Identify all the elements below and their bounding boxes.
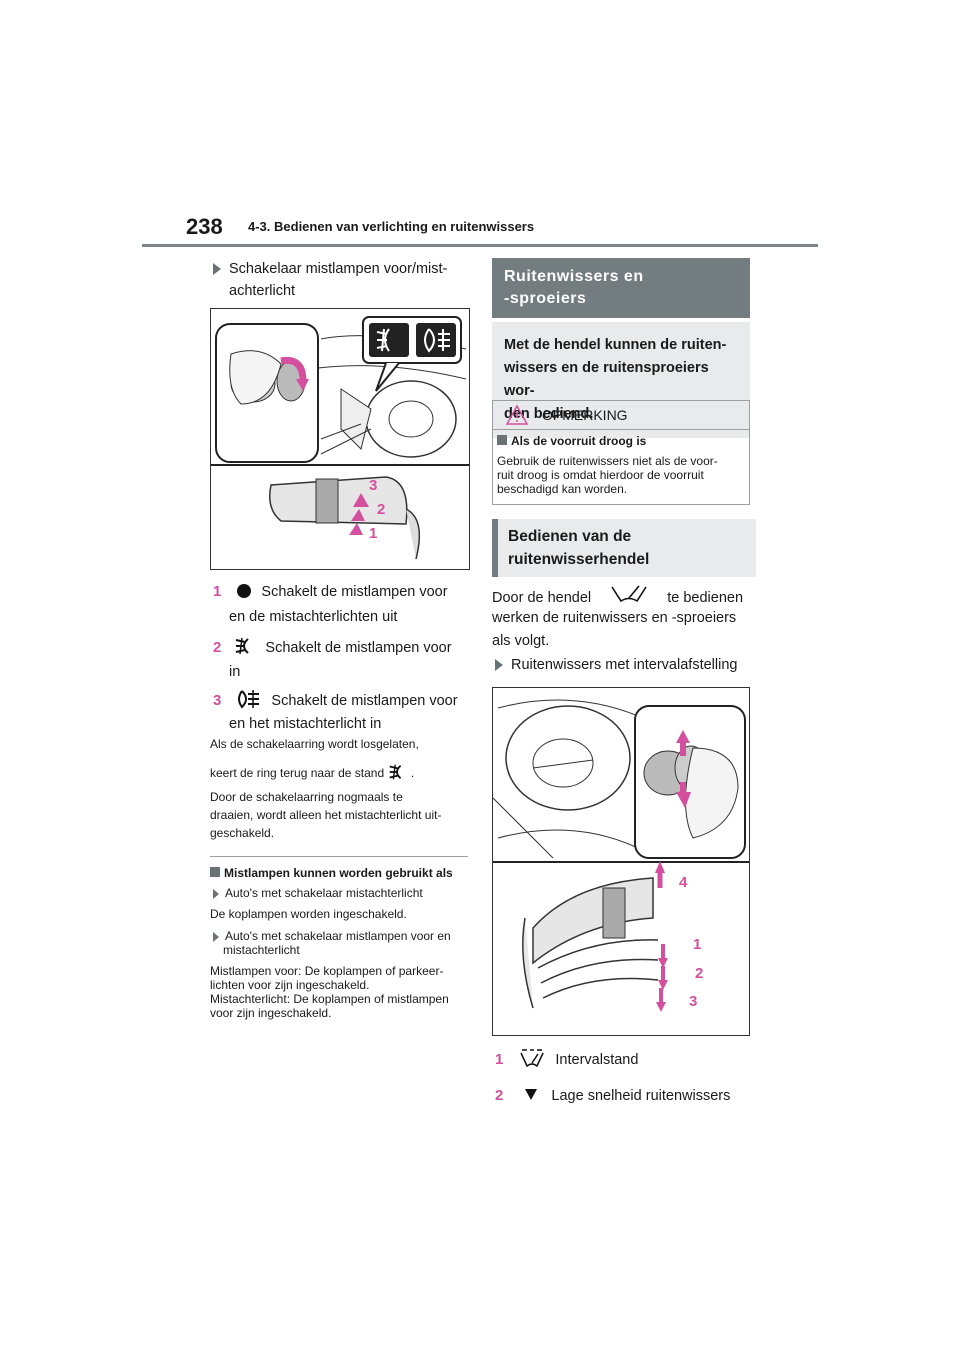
warning-icon <box>505 404 529 425</box>
note2-line2: draaien, wordt alleen het mistachterlich… <box>210 808 442 822</box>
wiper-figure-label-4: 4 <box>679 874 688 891</box>
header-rule <box>142 244 818 247</box>
square-bullet-icon <box>497 435 507 445</box>
condition-1-text: De koplampen worden ingeschakeld. <box>210 907 407 921</box>
note-header: OPMERKING <box>493 401 749 430</box>
fog-switch-figure: 3 2 1 <box>210 308 470 570</box>
sub-header: Bedienen van de ruitenwisserhendel <box>492 519 756 577</box>
condition-2-text: Mistlampen voor: De koplampen of parkeer… <box>210 964 444 978</box>
paragraph: Door de hendel te bedienen <box>492 584 743 609</box>
down-triangle-icon <box>525 1089 538 1100</box>
condition-2-cont: mistachterlicht <box>223 943 300 957</box>
front-fog-icon <box>389 764 402 780</box>
condition-2-text: voor zijn ingeschakeld. <box>210 1006 332 1020</box>
off-icon <box>237 584 252 598</box>
list-item-cont: en de mistachterlichten uit <box>229 609 398 625</box>
front-fog-icon <box>236 637 250 655</box>
switch-heading-cont: achterlicht <box>229 283 296 299</box>
list-item: 1 Intervalstand <box>495 1048 638 1071</box>
list-item-cont: en het mistachterlicht in <box>229 716 382 732</box>
fog-switch-illustration <box>211 316 469 560</box>
note-box: OPMERKING Als de voorruit droog is Gebru… <box>492 400 750 505</box>
note1-line2: keert de ring terug naar de stand . <box>210 763 414 781</box>
fog-heading: Mistlampen kunnen worden gebruikt als <box>210 866 453 880</box>
fog-figure-label-3: 3 <box>369 477 378 494</box>
section-title: 4-3. Bedienen van verlichting en ruitenw… <box>248 219 535 234</box>
condition-2-text: lichten voor zijn ingeschakeld. <box>210 978 370 992</box>
wiper-figure-label-3: 3 <box>689 993 698 1010</box>
arrow-marker-icon <box>213 931 219 942</box>
wiper-lever-figure: 4 1 2 3 <box>492 687 750 1036</box>
intro-box: Met de hendel kunnen de ruiten- wissers … <box>492 322 750 438</box>
note2-line3: geschakeld. <box>210 826 275 840</box>
condition-1: Auto's met schakelaar mistachterlicht <box>213 886 423 900</box>
square-bullet-icon <box>210 867 220 877</box>
note2-line1: Door de schakelaarring nogmaals te <box>210 790 403 804</box>
wiper-figure-label-2: 2 <box>695 965 704 982</box>
wiper-figure-label-1: 1 <box>693 936 702 953</box>
interval-wiper-icon <box>520 1049 545 1068</box>
switch-heading: Schakelaar mistlampen voor/mist- <box>213 258 447 280</box>
list-item: 2 Lage snelheid ruitenwissers <box>495 1087 731 1104</box>
wiper-lever-illustration <box>492 699 749 1012</box>
interval-heading: Ruitenwissers met intervalafstelling <box>495 654 737 676</box>
paragraph: werken de ruitenwissers en -sproeiers <box>492 610 737 626</box>
list-item: 1 Schakelt de mistlampen voor <box>213 583 448 600</box>
list-item-cont: in <box>229 664 241 680</box>
page-number: 238 <box>186 214 223 239</box>
wiper-icon <box>611 585 647 603</box>
rear-fog-icon <box>238 690 260 709</box>
arrow-marker-icon <box>213 888 219 899</box>
list-item: 3 Schakelt de mistlampen voor <box>213 689 468 712</box>
condition-2-text: Mistachterlicht: De koplampen of mistlam… <box>210 992 449 1006</box>
fog-figure-label-1: 1 <box>369 525 378 542</box>
section-banner: Ruitenwissers en -sproeiers <box>492 258 750 318</box>
condition-2: Auto's met schakelaar mistlampen voor en <box>213 929 451 943</box>
fog-figure-label-2: 2 <box>377 501 386 518</box>
note1-line1: Als de schakelaarring wordt losgelaten, <box>210 737 419 751</box>
paragraph: als volgt. <box>492 633 550 649</box>
divider <box>210 856 468 857</box>
arrow-marker-icon <box>213 263 221 276</box>
arrow-marker-icon <box>495 659 503 672</box>
list-item: 2 Schakelt de mistlampen voor <box>213 637 452 656</box>
